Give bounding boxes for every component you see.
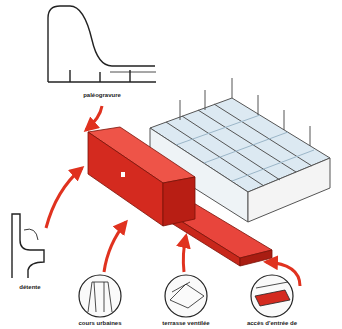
part-label: paléogravure <box>83 92 121 99</box>
section-icon <box>48 6 156 82</box>
part-label: cours urbaines <box>78 320 121 327</box>
circle-icons <box>79 275 293 317</box>
arrows <box>46 106 300 286</box>
red-building <box>88 127 272 266</box>
detail-icon <box>12 214 44 278</box>
part-label: accès d'entrée de <box>247 320 297 327</box>
part-label: terrasse ventilée <box>162 320 209 327</box>
part-label: détente <box>19 284 40 291</box>
